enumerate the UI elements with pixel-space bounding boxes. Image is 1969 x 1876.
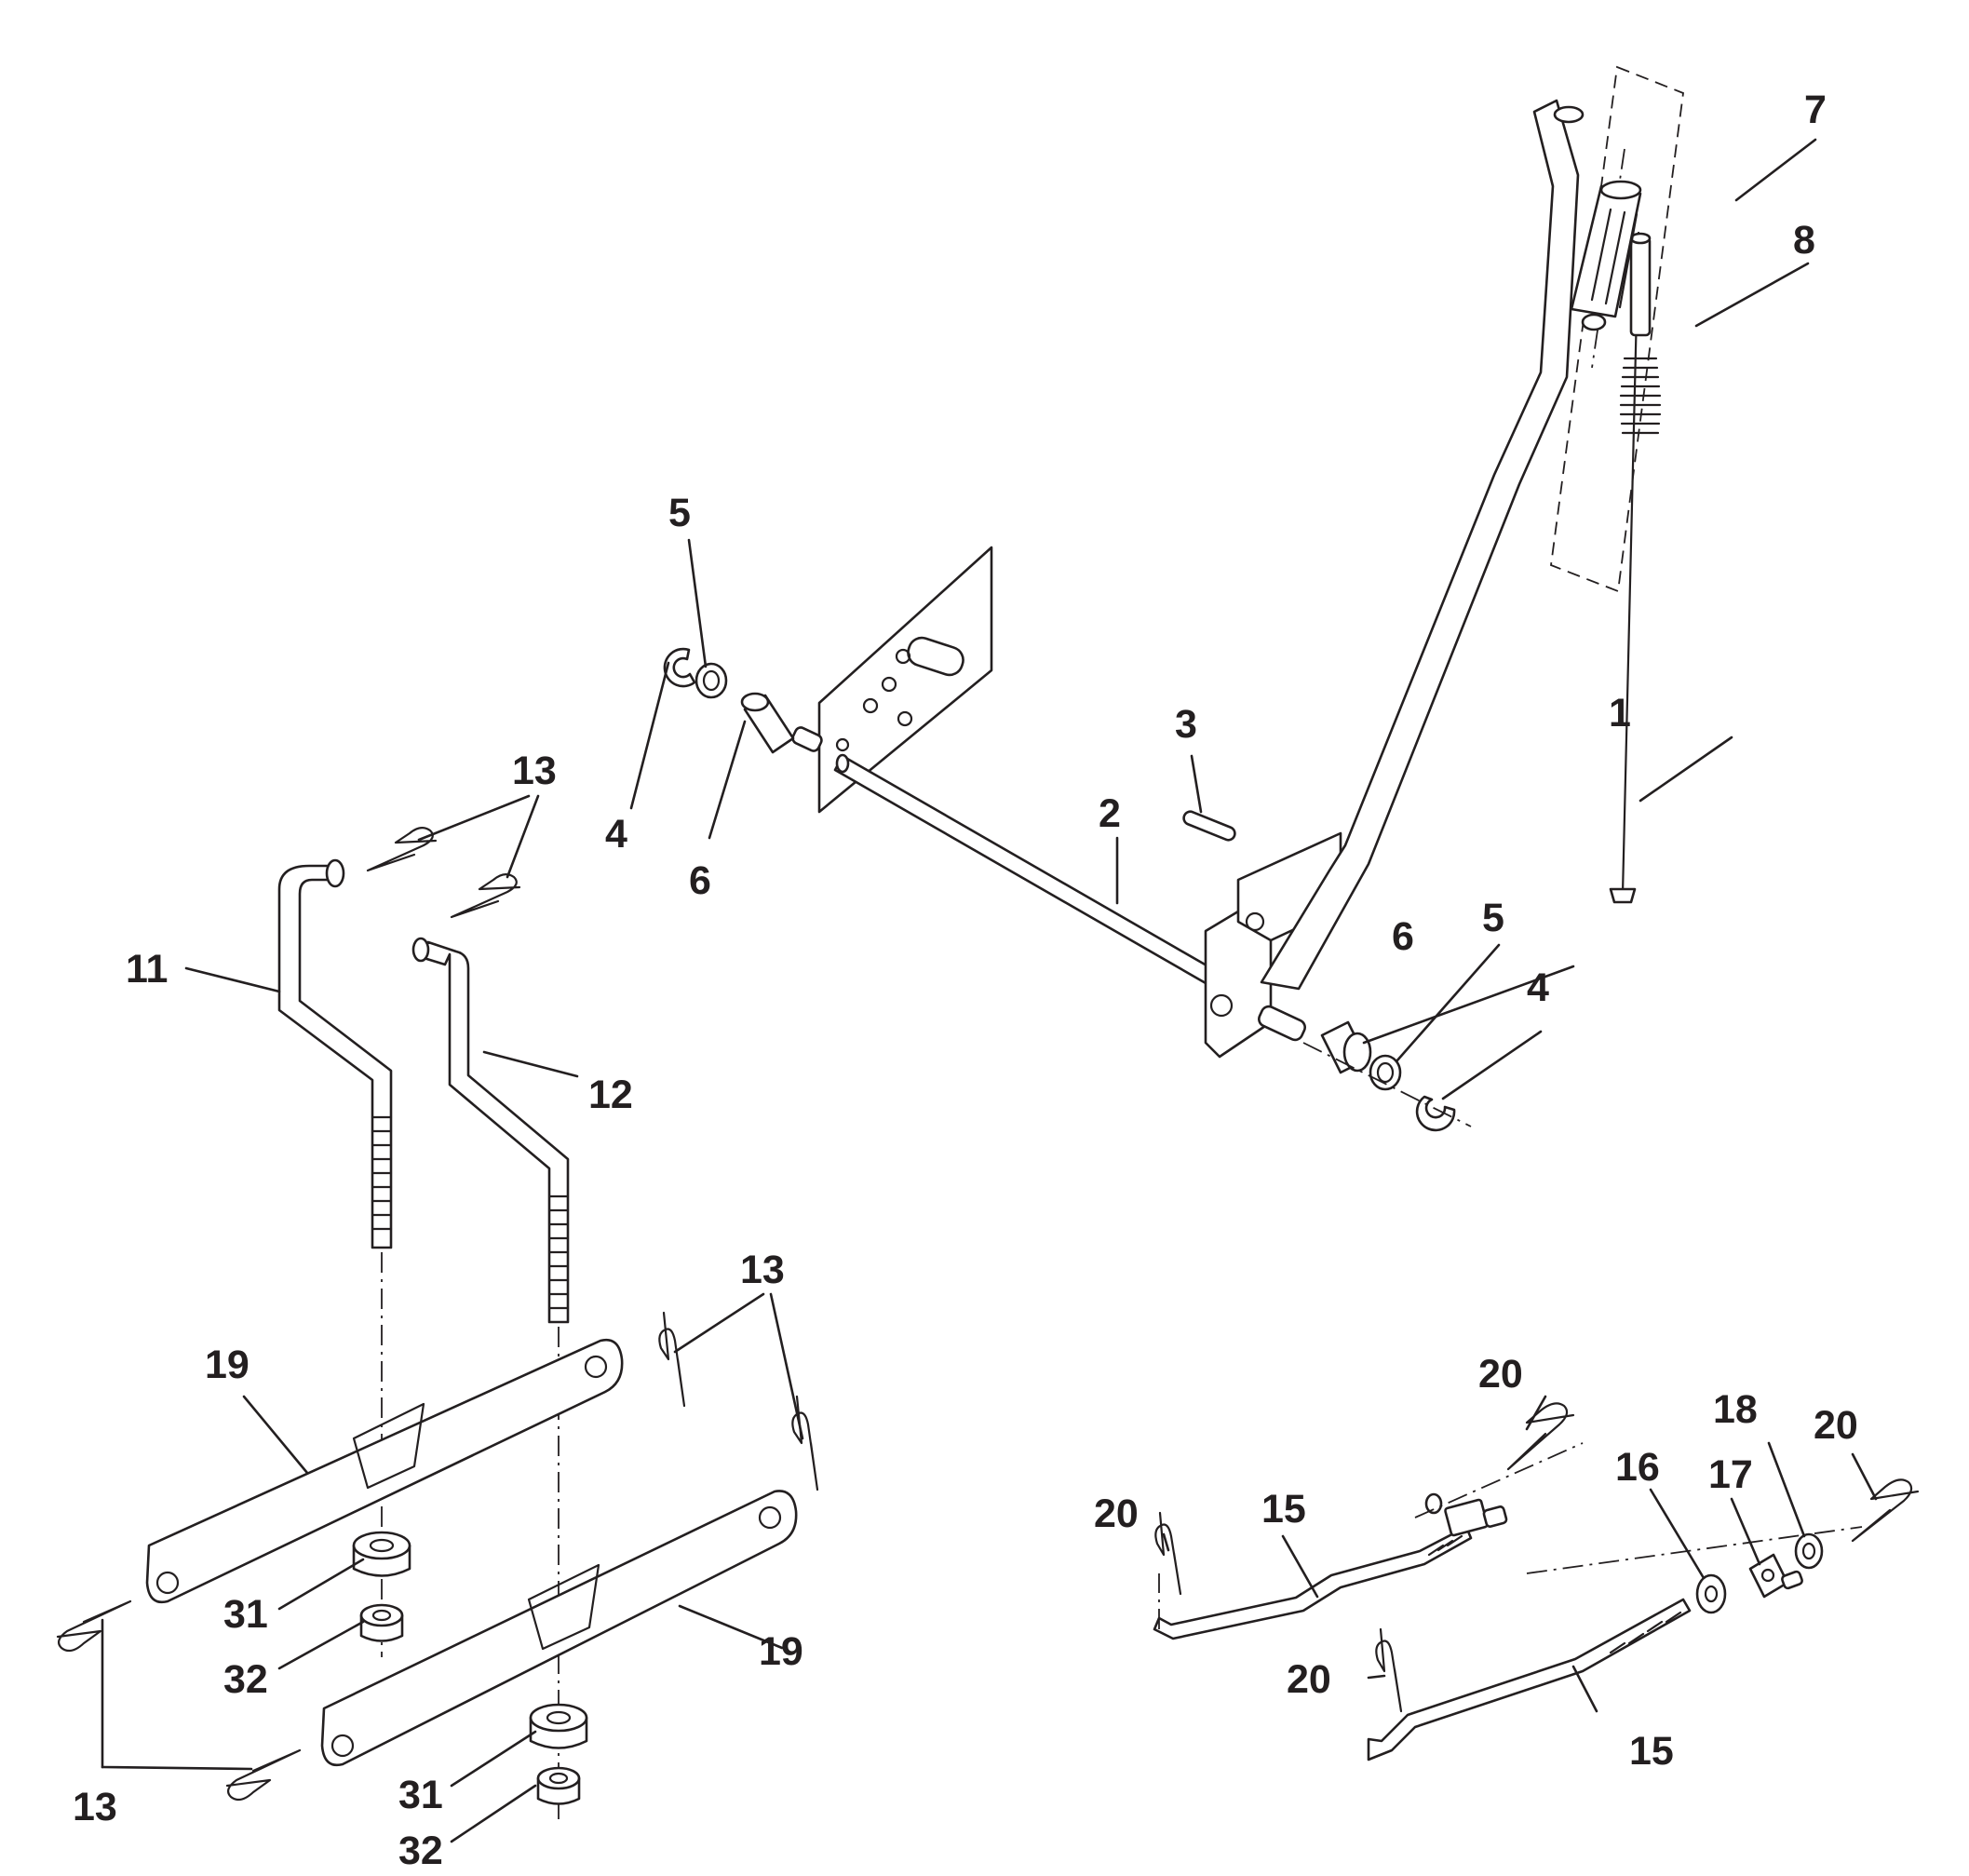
part-20-hairpin-lower[interactable] xyxy=(1375,1627,1403,1713)
part-13-hairpin-top-1[interactable] xyxy=(366,827,438,872)
part-6-bushing-left[interactable] xyxy=(740,692,795,754)
part-7-handle-grip[interactable] xyxy=(1570,180,1642,318)
callout-32-lower: 32 xyxy=(398,1829,443,1873)
callout-4-left: 4 xyxy=(605,812,627,857)
callout-12: 12 xyxy=(588,1073,633,1117)
part-4-e-clip-right[interactable] xyxy=(1415,1095,1456,1132)
callout-18: 18 xyxy=(1713,1387,1758,1432)
part-31-bushing-1[interactable] xyxy=(352,1531,411,1577)
callout-4-right: 4 xyxy=(1527,965,1549,1010)
part-4-e-clip-left[interactable] xyxy=(663,647,696,688)
part-13-hairpin-mid-1[interactable] xyxy=(658,1311,686,1408)
part-5-washer-left[interactable] xyxy=(695,662,728,699)
part-13-hairpin-top-2[interactable] xyxy=(450,873,521,919)
part-13-hairpin-bottom-2[interactable] xyxy=(225,1748,302,1802)
callout-19-upper: 19 xyxy=(205,1343,249,1387)
callout-20-upper: 20 xyxy=(1478,1352,1523,1397)
callout-31-lower: 31 xyxy=(398,1773,443,1817)
part-15-rod-upper[interactable] xyxy=(1153,1525,1473,1640)
part-32-nut-2[interactable] xyxy=(536,1766,581,1805)
callout-2: 2 xyxy=(1099,791,1121,836)
upper-rod-swivel[interactable] xyxy=(1424,1492,1508,1537)
callout-3: 3 xyxy=(1175,702,1197,747)
callout-20-left: 20 xyxy=(1094,1491,1139,1536)
callout-13-bottom: 13 xyxy=(73,1785,117,1829)
part-3-roll-pin[interactable] xyxy=(1181,810,1236,843)
callout-8: 8 xyxy=(1793,218,1815,263)
part-32-nut-1[interactable] xyxy=(359,1603,404,1642)
part-20-hairpin-right[interactable] xyxy=(1851,1478,1920,1543)
callout-15-upper: 15 xyxy=(1261,1487,1306,1532)
callout-17: 17 xyxy=(1708,1452,1753,1497)
callout-15-lower: 15 xyxy=(1629,1729,1674,1774)
callout-labels: 1 2 3 4 4 5 5 6 6 7 8 11 12 13 13 13 15 … xyxy=(73,88,1858,1873)
callout-19-lower: 19 xyxy=(759,1629,803,1674)
part-18-nut[interactable] xyxy=(1794,1532,1824,1570)
callout-16: 16 xyxy=(1615,1445,1660,1490)
part-19-lift-arm-lower[interactable] xyxy=(320,1490,798,1767)
callout-13-top: 13 xyxy=(512,749,557,793)
callout-32-upper: 32 xyxy=(223,1657,268,1702)
part-13-hairpin-bottom-1[interactable] xyxy=(56,1599,132,1653)
callout-5-right: 5 xyxy=(1482,896,1504,940)
handle-grip-outline xyxy=(1550,65,1684,593)
callout-20-right: 20 xyxy=(1814,1403,1858,1448)
part-12-lift-link[interactable] xyxy=(411,937,570,1324)
leader-lines xyxy=(101,138,1878,1843)
part-20-hairpin-upper[interactable] xyxy=(1506,1402,1575,1471)
part-8-grip-nut[interactable] xyxy=(1581,313,1607,331)
part-11-lift-link[interactable] xyxy=(277,858,393,1249)
callout-31-upper: 31 xyxy=(223,1592,268,1637)
part-1-cable-rod[interactable] xyxy=(1609,231,1662,904)
part-13-hairpin-mid-2[interactable] xyxy=(791,1395,819,1491)
callout-6-left: 6 xyxy=(689,858,711,903)
callout-11: 11 xyxy=(126,947,168,992)
callout-1: 1 xyxy=(1609,691,1631,736)
callout-13-mid: 13 xyxy=(740,1248,785,1292)
callout-20-lower: 20 xyxy=(1287,1657,1331,1702)
part-20-hairpin-left[interactable] xyxy=(1154,1511,1182,1596)
right-shaft-axis xyxy=(1302,1042,1472,1127)
callout-7: 7 xyxy=(1804,88,1827,132)
part-15-rod-lower[interactable] xyxy=(1367,1598,1692,1761)
callout-6-right: 6 xyxy=(1392,914,1414,959)
callout-5-left: 5 xyxy=(668,491,691,535)
part-31-bushing-2[interactable] xyxy=(529,1703,588,1749)
part-16-jam-nut[interactable] xyxy=(1695,1573,1727,1614)
part-19-lift-arm-upper[interactable] xyxy=(145,1338,624,1604)
part-2-lift-shaft-assembly[interactable] xyxy=(791,99,1585,1059)
upper-clip-axis xyxy=(1414,1442,1584,1518)
